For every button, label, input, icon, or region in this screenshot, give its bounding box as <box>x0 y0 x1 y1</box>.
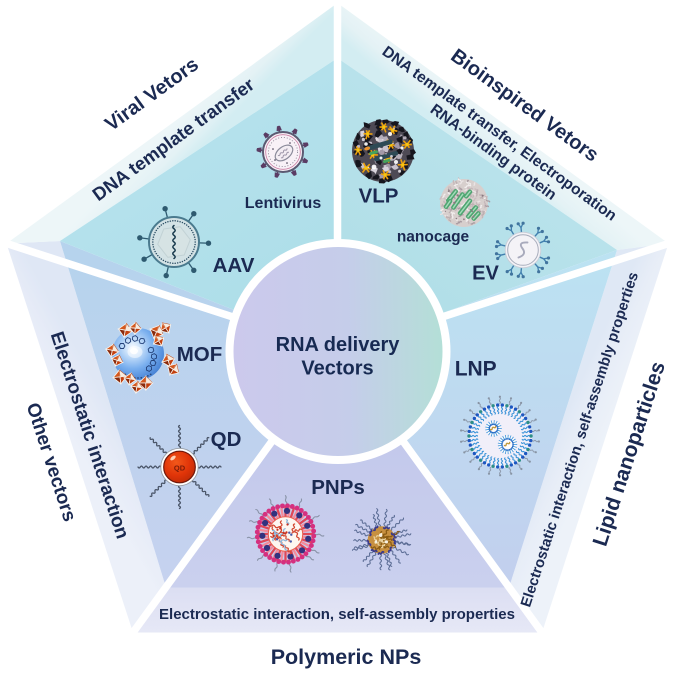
svg-text:EV: EV <box>472 263 499 285</box>
svg-text:Electrostatic interaction, sel: Electrostatic interaction, self-assembly… <box>159 606 515 623</box>
svg-text:Polymeric NPs: Polymeric NPs <box>271 645 422 669</box>
svg-text:AAV: AAV <box>213 254 255 277</box>
svg-text:Lentivirus: Lentivirus <box>245 195 322 212</box>
svg-text:Vectors: Vectors <box>301 358 373 380</box>
svg-text:LNP: LNP <box>455 358 497 381</box>
svg-text:VLP: VLP <box>359 185 399 208</box>
svg-text:MOF: MOF <box>177 343 223 366</box>
svg-text:nanocage: nanocage <box>397 229 470 246</box>
svg-text:PNPs: PNPs <box>311 476 365 499</box>
svg-text:RNA delivery: RNA delivery <box>276 334 401 356</box>
svg-text:QD: QD <box>211 428 242 451</box>
svg-text:QD: QD <box>174 464 186 473</box>
